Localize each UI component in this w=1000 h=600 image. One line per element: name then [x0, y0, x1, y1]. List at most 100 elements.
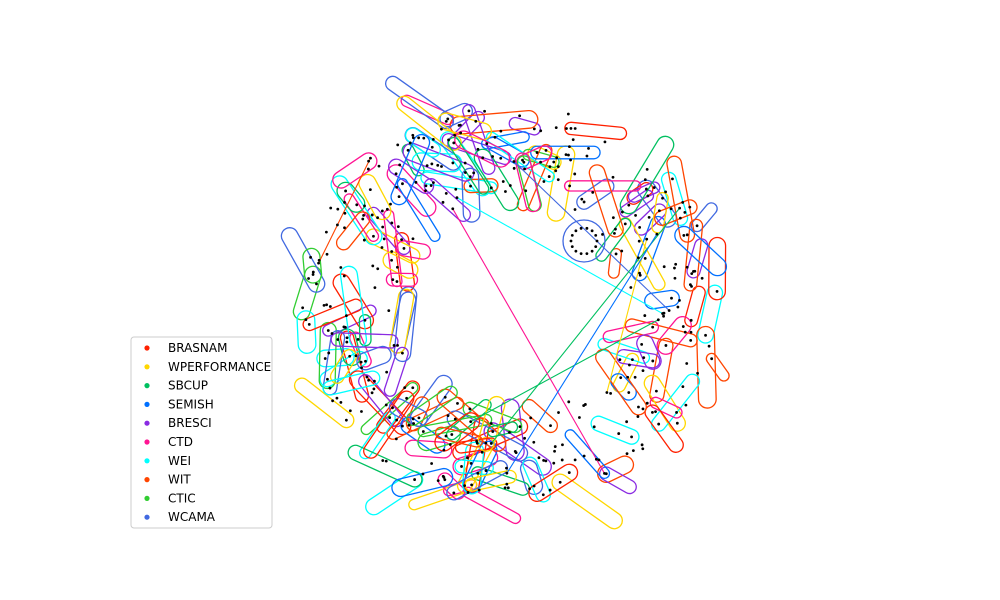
node-dot — [552, 461, 556, 465]
node-dot — [529, 416, 533, 420]
hyperedge-outline — [516, 143, 553, 212]
hyperedge-outline — [461, 441, 485, 495]
hyperedge-outline — [684, 285, 706, 328]
node-dot — [674, 262, 678, 266]
node-dot — [582, 454, 586, 458]
node-dot — [670, 296, 673, 300]
hyperedge-outline — [385, 272, 419, 287]
node-dot — [620, 210, 624, 214]
node-dot — [344, 189, 347, 193]
node-dot — [566, 112, 570, 116]
hyperedge-outline — [708, 236, 727, 301]
hyperedge-outline — [366, 206, 411, 256]
node-layer — [301, 109, 719, 497]
node-dot — [657, 209, 661, 213]
node-dot — [429, 184, 433, 187]
hyperedge-outline — [666, 155, 696, 243]
node-dot — [396, 225, 400, 228]
node-dot — [664, 190, 668, 194]
node-dot — [637, 405, 640, 409]
hyperedge-outline — [596, 455, 635, 484]
node-dot — [585, 154, 589, 158]
node-dot — [592, 425, 596, 429]
node-dot — [391, 278, 395, 282]
node-dot — [560, 458, 564, 462]
node-dot — [645, 167, 649, 171]
node-dot — [354, 354, 358, 358]
node-dot — [657, 422, 661, 426]
node-dot — [317, 258, 321, 262]
node-dot — [524, 189, 528, 193]
node-dot — [508, 430, 511, 434]
node-dot — [505, 482, 509, 486]
hyperedge-outline — [446, 460, 509, 501]
node-dot — [567, 153, 570, 157]
hyperedge-outline — [636, 179, 677, 228]
node-dot — [405, 396, 409, 400]
hyperedge-outline — [358, 314, 372, 347]
node-dot — [421, 430, 425, 433]
hyperedge-outline — [332, 273, 375, 330]
node-dot — [469, 420, 473, 424]
hyperedge-outline — [319, 350, 368, 388]
node-dot — [343, 226, 346, 230]
hyperedge-outline — [405, 396, 430, 432]
node-dot — [442, 475, 446, 479]
node-dot — [377, 164, 381, 168]
node-dot — [440, 127, 443, 131]
node-dot — [315, 282, 318, 286]
node-dot — [336, 338, 340, 341]
node-dot — [468, 407, 472, 411]
node-dot — [523, 167, 527, 171]
node-dot — [542, 459, 546, 462]
node-dot — [387, 309, 391, 313]
node-dot — [472, 171, 476, 175]
hyperedge-outline — [683, 218, 704, 292]
node-dot — [715, 290, 719, 293]
node-dot — [642, 356, 646, 360]
node-dot — [394, 437, 398, 441]
node-dot — [485, 142, 489, 146]
node-dot — [400, 238, 403, 242]
node-dot — [376, 267, 380, 271]
node-dot — [430, 145, 434, 149]
hyperedge-outline — [404, 439, 453, 459]
legend-entry: BRASNAM — [144, 341, 227, 355]
node-dot — [651, 410, 654, 414]
hyperedge-outline — [674, 225, 728, 277]
hyperedge-outline — [386, 396, 465, 440]
node-dot — [339, 400, 343, 404]
node-dot — [476, 147, 480, 151]
node-dot — [553, 445, 557, 448]
node-dot — [678, 216, 682, 220]
node-dot — [558, 480, 562, 484]
node-dot — [590, 249, 594, 253]
legend-swatch — [144, 420, 150, 426]
node-dot — [309, 255, 312, 259]
node-dot — [682, 234, 686, 237]
node-dot — [411, 237, 415, 241]
hyperedge-outline — [396, 177, 441, 243]
node-dot — [631, 449, 635, 453]
node-dot — [626, 375, 630, 379]
node-dot — [573, 172, 577, 176]
node-dot — [625, 420, 629, 424]
node-dot — [413, 478, 416, 481]
node-dot — [518, 114, 522, 118]
hyperedge-outline — [595, 348, 647, 416]
node-dot — [394, 172, 398, 176]
node-dot — [470, 483, 474, 487]
node-dot — [652, 186, 656, 189]
node-dot — [373, 379, 376, 383]
node-dot — [362, 238, 366, 242]
hyperedge-outline — [423, 178, 472, 223]
node-dot — [382, 237, 386, 241]
node-dot — [561, 443, 564, 447]
hyperedge-outline — [656, 316, 692, 355]
node-dot — [661, 312, 664, 315]
node-dot — [444, 192, 448, 195]
node-dot — [364, 359, 367, 363]
node-dot — [342, 325, 346, 329]
hyperedge-outline — [633, 203, 667, 236]
